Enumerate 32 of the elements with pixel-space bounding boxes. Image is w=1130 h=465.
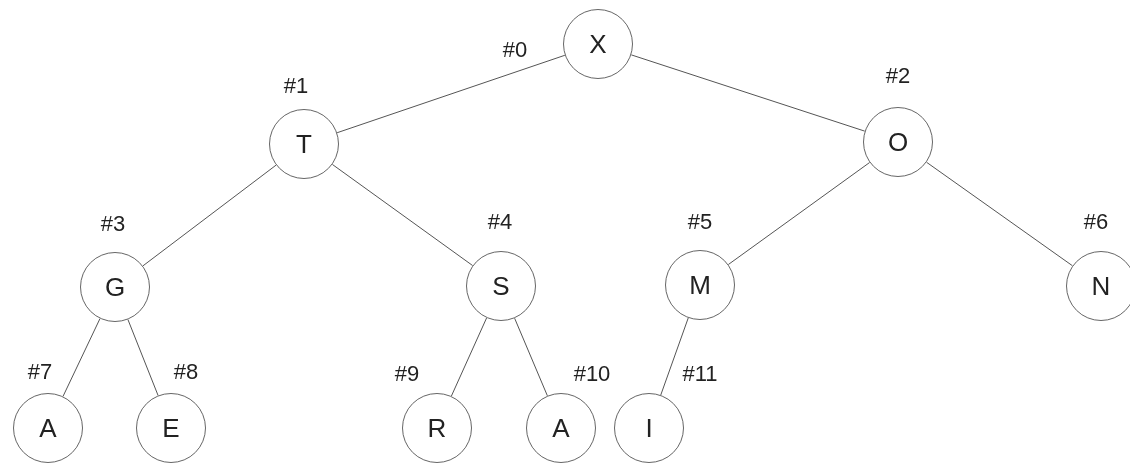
node-index-label: #1: [283, 75, 309, 97]
node-letter: A: [552, 415, 570, 441]
node-index-label: #4: [487, 211, 513, 233]
tree-edge: [127, 319, 159, 396]
node-index-label: #9: [394, 363, 420, 385]
node-letter: S: [492, 273, 510, 299]
tree-edge: [926, 161, 1073, 267]
tree-edge: [727, 162, 871, 265]
tree-edge: [62, 318, 101, 397]
node-index-label: #0: [502, 39, 528, 61]
tree-edge: [514, 317, 548, 397]
node-letter: X: [589, 31, 607, 57]
node-letter: G: [104, 274, 126, 300]
node-letter: E: [162, 415, 180, 441]
node-index-label: #11: [682, 363, 718, 385]
node-index-label: #7: [27, 361, 53, 383]
node-index-label: #10: [573, 363, 611, 385]
node-letter: R: [427, 415, 447, 441]
node-letter: N: [1091, 273, 1111, 299]
node-index-label: #5: [687, 211, 713, 233]
node-letter: O: [887, 129, 909, 155]
node-index-label: #2: [885, 65, 911, 87]
node-letter: T: [296, 131, 312, 157]
tree-edge: [450, 317, 488, 397]
node-letter: M: [689, 272, 711, 298]
node-letter: I: [645, 415, 653, 441]
node-letter: A: [39, 415, 57, 441]
tree-edge: [331, 163, 474, 267]
node-index-label: #3: [100, 213, 126, 235]
tree-edge: [142, 164, 277, 267]
node-index-label: #6: [1083, 211, 1109, 233]
node-index-label: #8: [173, 361, 199, 383]
